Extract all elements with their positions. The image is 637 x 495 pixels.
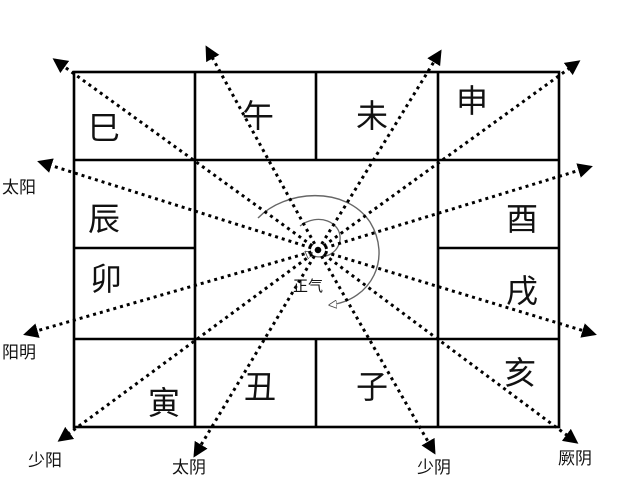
branch-xu: 戌 bbox=[506, 272, 538, 310]
ray-to-right-upper bbox=[317, 163, 593, 252]
branch-wei: 未 bbox=[356, 97, 388, 135]
ray-to-yangming bbox=[23, 248, 319, 338]
ray-to-jueyin bbox=[317, 248, 579, 444]
branch-wu: 午 bbox=[242, 97, 274, 135]
ray-to-top-left bbox=[52, 58, 319, 252]
branch-hai: 亥 bbox=[504, 354, 536, 392]
ray-group bbox=[23, 45, 597, 458]
ray-to-right-lower bbox=[317, 248, 597, 338]
label-yangming: 阳明 bbox=[2, 343, 36, 363]
branch-si: 巳 bbox=[88, 109, 120, 147]
grid-frame bbox=[72, 70, 561, 429]
ray-to-top-right bbox=[317, 60, 581, 252]
branch-zi: 子 bbox=[356, 368, 388, 406]
label-shaoyin: 少阴 bbox=[417, 458, 451, 478]
branch-yin: 寅 bbox=[148, 384, 180, 422]
branch-you: 酉 bbox=[506, 200, 538, 238]
center-label: 正气 bbox=[293, 277, 323, 295]
branch-mao: 卯 bbox=[90, 260, 122, 298]
ray-to-top-shen bbox=[316, 49, 442, 251]
label-taiyang: 太阳 bbox=[2, 178, 36, 198]
branch-chou: 丑 bbox=[244, 368, 276, 406]
ray-to-shaoyang bbox=[57, 248, 319, 442]
label-taiyin: 太阴 bbox=[172, 458, 206, 478]
label-shaoyang: 少阳 bbox=[28, 451, 62, 471]
ray-to-shaoyin bbox=[316, 249, 436, 455]
branch-shen: 申 bbox=[456, 82, 488, 120]
branch-chen: 辰 bbox=[88, 200, 120, 238]
ray-to-taiyin bbox=[193, 249, 320, 458]
label-jueyin: 厥阴 bbox=[558, 449, 592, 469]
